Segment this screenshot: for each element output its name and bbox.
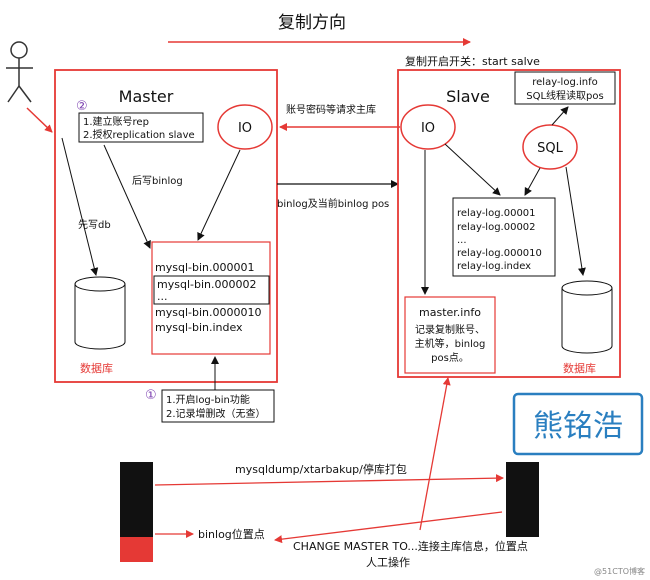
master-info-title: master.info [419, 306, 481, 319]
relay-file-2: relay-log.00002 [457, 222, 536, 233]
relay-files-box [452, 197, 556, 277]
sql-to-relay-info-arrow [551, 106, 569, 126]
master-db-label: 数据库 [80, 361, 113, 375]
slave-sql-label: SQL [537, 141, 563, 156]
account-step-1: 1.建立账号rep [83, 115, 149, 128]
author-watermark: 熊铭浩 [533, 409, 623, 444]
account-steps-box [78, 112, 204, 143]
step2-marker: ② [76, 99, 88, 114]
site-watermark: @51CTO博客 [594, 566, 645, 576]
step1-marker: ① [145, 388, 157, 403]
master-io-label: IO [238, 121, 252, 136]
change-master-label: CHANGE MASTER TO...连接主库信息，位置点 [293, 539, 528, 553]
master-info-box [404, 296, 496, 374]
dump-arrow [154, 474, 504, 486]
account-step-2: 2.授权replication slave [83, 128, 195, 141]
write-binlog-arrow [103, 144, 151, 249]
write-db-label: 先写db [78, 219, 111, 231]
slave-io-label: IO [421, 121, 435, 136]
author-watermark-box [512, 392, 644, 456]
binlog-file-1: mysql-bin.000001 [155, 261, 254, 274]
slave-db-icon [561, 280, 613, 354]
slave-title: Slave [446, 87, 490, 106]
io-writes-relay-arrow [444, 143, 501, 196]
master-title: Master [119, 87, 174, 106]
master-server-red-block [120, 537, 153, 562]
binlog-transfer-label: binlog及当前binlog pos [277, 197, 389, 210]
write-binlog-label: 后写binlog [132, 175, 183, 187]
master-info-line-3: pos点。 [431, 352, 469, 364]
relay-file-1: relay-log.00001 [457, 208, 536, 219]
sql-writes-db-arrow [565, 166, 586, 276]
relay-info-title: relay-log.info [532, 77, 597, 88]
binlog-file-10: mysql-bin.0000010 [155, 306, 261, 319]
slave-db-label: 数据库 [563, 361, 596, 375]
binlog-files-box [151, 241, 271, 355]
binlog-step-2: 2.记录增删改（无查） [166, 407, 266, 420]
slave-panel [397, 69, 621, 378]
binlog-file-ellipsis: ... [157, 290, 168, 303]
binlog-file-2: mysql-bin.000002 [157, 278, 256, 291]
manual-to-master-info-arrow [419, 377, 451, 531]
change-master-arrow [274, 511, 503, 544]
master-panel [54, 69, 278, 383]
relay-info-desc: SQL线程读取pos [526, 89, 603, 102]
master-info-line-2: 主机等，binlog [415, 337, 486, 350]
slave-sql-thread [522, 124, 578, 170]
user-icon [6, 41, 33, 103]
master-server-bar [120, 462, 153, 537]
binlog-steps-box [161, 389, 275, 423]
binlog-point-label: binlog位置点 [198, 527, 265, 541]
user-to-master-arrow [26, 107, 53, 133]
binlog-highlight-box [153, 275, 270, 305]
switch-label: 复制开启开关：start salve [405, 54, 540, 68]
dump-label: mysqldump/xtarbakup/停库打包 [235, 462, 407, 476]
relay-file-ellipsis: ... [457, 235, 467, 246]
sql-reads-relay-arrow [524, 167, 541, 196]
master-io-thread [217, 104, 273, 150]
slave-io-thread [400, 104, 456, 150]
manual-label: 人工操作 [366, 555, 410, 569]
master-info-line-1: 记录复制账号、 [415, 323, 485, 336]
relay-index: relay-log.index [457, 261, 531, 272]
write-db-arrow [61, 137, 99, 276]
binlog-index: mysql-bin.index [155, 321, 243, 334]
slave-server-bar [506, 462, 539, 537]
binlog-step-1: 1.开启log-bin功能 [166, 393, 250, 406]
relay-file-10: relay-log.000010 [457, 248, 542, 259]
request-label: 账号密码等请求主库 [286, 103, 376, 116]
relay-info-box [514, 71, 616, 105]
io-reads-binlog-arrow [197, 149, 241, 241]
direction-title: 复制方向 [278, 13, 346, 33]
master-db-icon [74, 276, 126, 350]
